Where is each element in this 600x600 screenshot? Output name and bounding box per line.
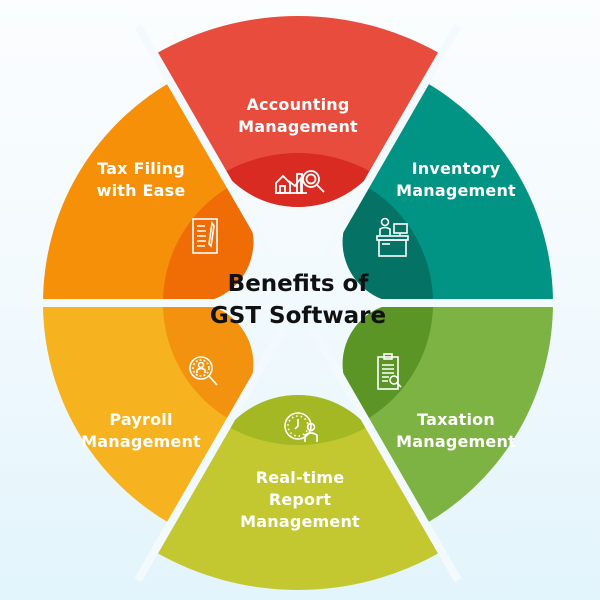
segment-divider [294, 300, 462, 583]
segment-taxation-inner-cap [342, 303, 433, 438]
segment-inventory-inner-cap [342, 168, 433, 304]
person-magnifier-icon [189, 356, 218, 386]
clock-person-icon [284, 412, 318, 442]
segment-divider [134, 23, 302, 305]
segment-divider [134, 300, 302, 583]
segment-divider [294, 23, 462, 305]
clipboard-search-icon [377, 353, 402, 390]
segment-realtime [154, 395, 442, 591]
segment-accounting [154, 16, 442, 207]
segment-taxfiling-inner-cap [163, 168, 254, 304]
segment-payroll-inner-cap [163, 303, 254, 438]
desk-computer-person-icon [376, 217, 409, 257]
document-pen-icon [192, 218, 218, 254]
chart-magnifier-icon [275, 170, 325, 194]
